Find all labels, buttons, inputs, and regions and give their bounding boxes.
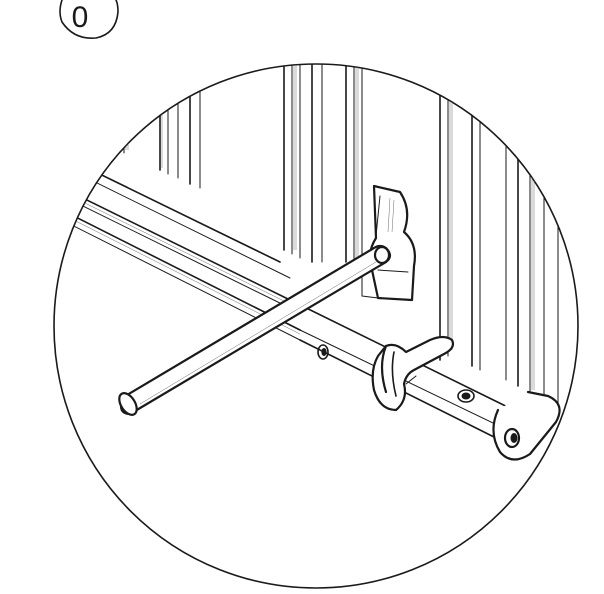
frame-profile xyxy=(117,64,559,409)
detail-circle xyxy=(53,63,579,589)
latch-block xyxy=(361,184,416,302)
step-number: 0 xyxy=(72,1,89,34)
bottom-rail xyxy=(54,139,561,461)
hook-clip xyxy=(371,335,455,412)
locking-rod xyxy=(118,244,392,416)
step-badge: 0 xyxy=(59,0,119,39)
